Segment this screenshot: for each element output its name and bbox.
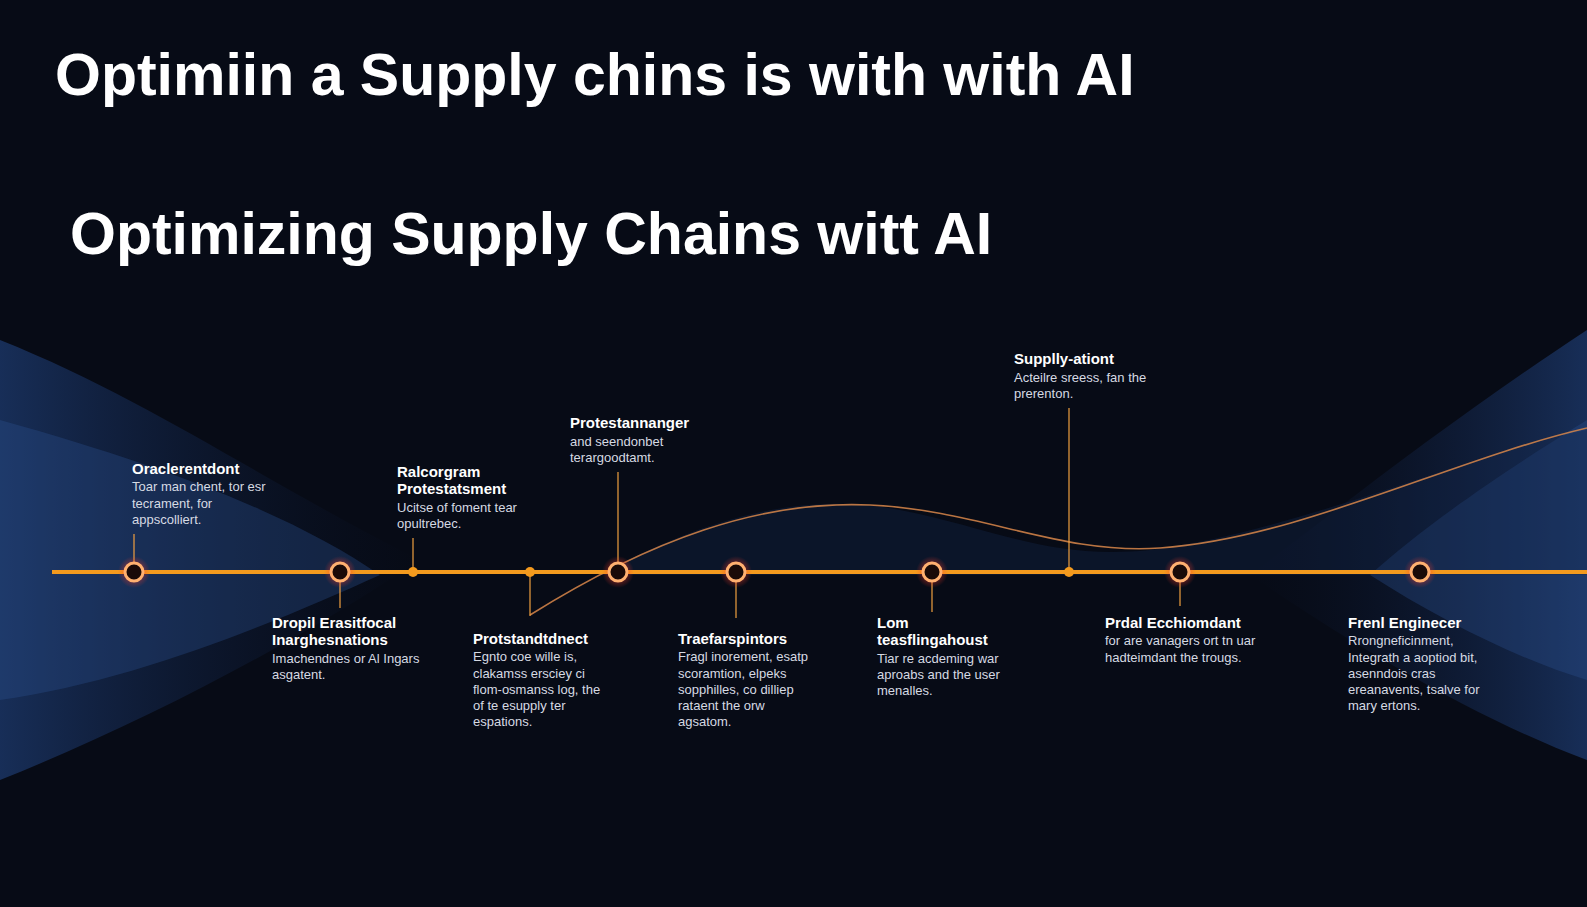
milestone-body: for are vanagers ort tn uar hadteimdant … (1105, 633, 1265, 666)
milestone-label: Lom teasflingahoustTiar re acdeming war … (877, 614, 1017, 699)
milestone-label: Supplly-ationtActeilre sreess, fan the p… (1014, 350, 1154, 402)
milestone-body: Toar man chent, tor esr tecrament, for a… (132, 479, 282, 528)
wave (600, 430, 1587, 575)
title: Optimiin a Supply chins is with with AI (55, 46, 1135, 105)
milestone-body: Fragl inorement, esatp scoramtion, elpek… (678, 649, 818, 730)
subtitle: Optimizing Supply Chains witt AI (70, 205, 992, 264)
timeline-axis (52, 570, 1587, 574)
milestone-label: Ralcorgram ProtestatsmentUcitse of fomen… (397, 463, 532, 532)
milestone-label: Prdal Ecchiomdant for are vanagers ort tn… (1105, 614, 1265, 666)
milestone-heading: Protestannanger (570, 414, 705, 431)
milestone-body: Imachendnes or Al Ingars asgatent. (272, 651, 422, 684)
milestone-body: Egnto coe wille is, clakamss ersciey ci … (473, 649, 613, 730)
milestone-label: TraefarspintorsFragl inorement, esatp sc… (678, 630, 818, 731)
milestone-label: Dropil Erasitfocal InarghesnationsImache… (272, 614, 422, 683)
markers (118, 556, 1436, 588)
milestone-heading: Protstandtdnect (473, 630, 613, 647)
milestone-heading: Dropil Erasitfocal Inarghesnations (272, 614, 422, 649)
milestone-heading: Prdal Ecchiomdant (1105, 614, 1265, 631)
milestone-body: Ucitse of foment tear opultrebec. (397, 500, 532, 533)
milestone-label: Protestannanger and seendonbet terargoodt… (570, 414, 705, 466)
milestone-label: ProtstandtdnectEgnto coe wille is, claka… (473, 630, 613, 731)
trend-curve (530, 428, 1587, 615)
milestone-body: Rrongneficinment, Integrath a aoptiod bi… (1348, 633, 1498, 714)
milestone-label: Frenl EnginecerRrongneficinment, Integra… (1348, 614, 1498, 715)
wave (0, 340, 420, 780)
milestone-body: Acteilre sreess, fan the prerenton. (1014, 370, 1154, 403)
milestone-heading: Lom teasflingahoust (877, 614, 1017, 649)
milestone-heading: Supplly-ationt (1014, 350, 1154, 367)
milestone-heading: Frenl Enginecer (1348, 614, 1498, 631)
stems (134, 408, 1180, 618)
milestone-label: OraclerentdontToar man chent, tor esr te… (132, 460, 282, 528)
milestone-heading: Ralcorgram Protestatsment (397, 463, 532, 498)
milestone-heading: Traefarspintors (678, 630, 818, 647)
milestone-body: and seendonbet terargoodtamt. (570, 434, 705, 467)
milestone-body: Tiar re acdeming war aproabs and the use… (877, 651, 1017, 700)
milestone-heading: Oraclerentdont (132, 460, 282, 477)
